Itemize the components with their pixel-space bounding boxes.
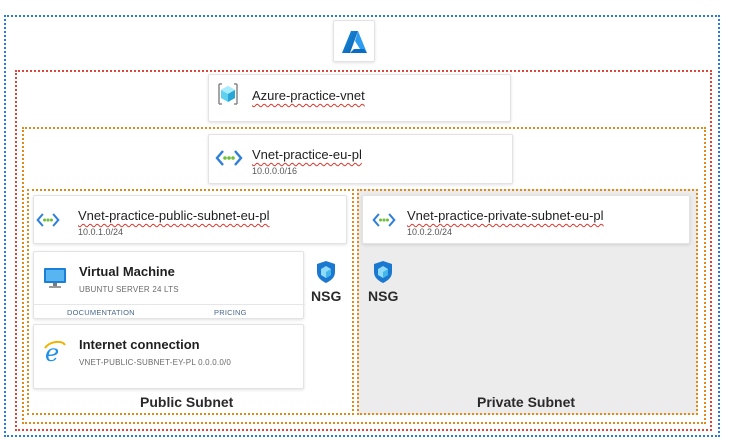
region-boundary <box>22 127 706 424</box>
vnet-arrows-icon <box>372 213 396 227</box>
documentation-link[interactable]: DOCUMENTATION <box>67 308 135 317</box>
shield-icon <box>374 261 392 283</box>
vnet-arrows-icon <box>215 150 243 166</box>
internet-title: Internet connection <box>79 337 200 352</box>
vnet-name: Vnet-practice-eu-pl <box>252 147 362 162</box>
vnet-card[interactable]: Vnet-practice-eu-pl 10.0.0.0/16 <box>208 134 513 184</box>
vnet-cidr: 10.0.0.0/16 <box>252 166 298 176</box>
vnet-resource-card[interactable]: Azure-practice-vnet <box>208 74 511 122</box>
monitor-icon <box>44 268 66 288</box>
azure-logo-card[interactable] <box>333 20 375 62</box>
public-subnet-name: Vnet-practice-public-subnet-eu-pl <box>78 208 270 223</box>
private-subnet-card[interactable]: Vnet-practice-private-subnet-eu-pl 10.0.… <box>362 195 690 244</box>
pricing-link[interactable]: PRICING <box>214 308 247 317</box>
public-subnet-region <box>27 189 354 415</box>
vnet-arrows-icon <box>36 213 60 227</box>
vm-title: Virtual Machine <box>79 264 175 279</box>
internet-subtitle: VNET-PUBLIC-SUBNET-EY-PL 0.0.0.0/0 <box>79 358 232 367</box>
private-nsg-label: NSG <box>368 288 399 304</box>
public-subnet-label: Public Subnet <box>140 394 234 410</box>
private-subnet-name: Vnet-practice-private-subnet-eu-pl <box>407 208 604 223</box>
vm-footer-divider <box>34 304 305 305</box>
azure-logo-icon <box>342 31 367 53</box>
private-subnet-label: Private Subnet <box>477 394 576 410</box>
public-subnet-card[interactable]: Vnet-practice-public-subnet-eu-pl 10.0.1… <box>33 195 347 244</box>
internet-explorer-icon: e <box>44 339 66 365</box>
virtual-network-cube-icon <box>218 83 238 105</box>
private-subnet-cidr: 10.0.2.0/24 <box>407 227 453 237</box>
internet-connection-card[interactable]: e Internet connection VNET-PUBLIC-SUBNET… <box>33 324 304 389</box>
outer-boundary <box>4 15 720 437</box>
vm-subtitle: UBUNTU SERVER 24 LTS <box>79 285 179 294</box>
public-subnet-cidr: 10.0.1.0/24 <box>78 227 124 237</box>
vnet-boundary <box>15 70 712 431</box>
public-nsg-label: NSG <box>311 288 342 304</box>
virtual-machine-card[interactable]: Virtual Machine UBUNTU SERVER 24 LTS DOC… <box>33 251 305 319</box>
shield-icon <box>317 261 335 283</box>
vnet-resource-name: Azure-practice-vnet <box>252 88 365 103</box>
